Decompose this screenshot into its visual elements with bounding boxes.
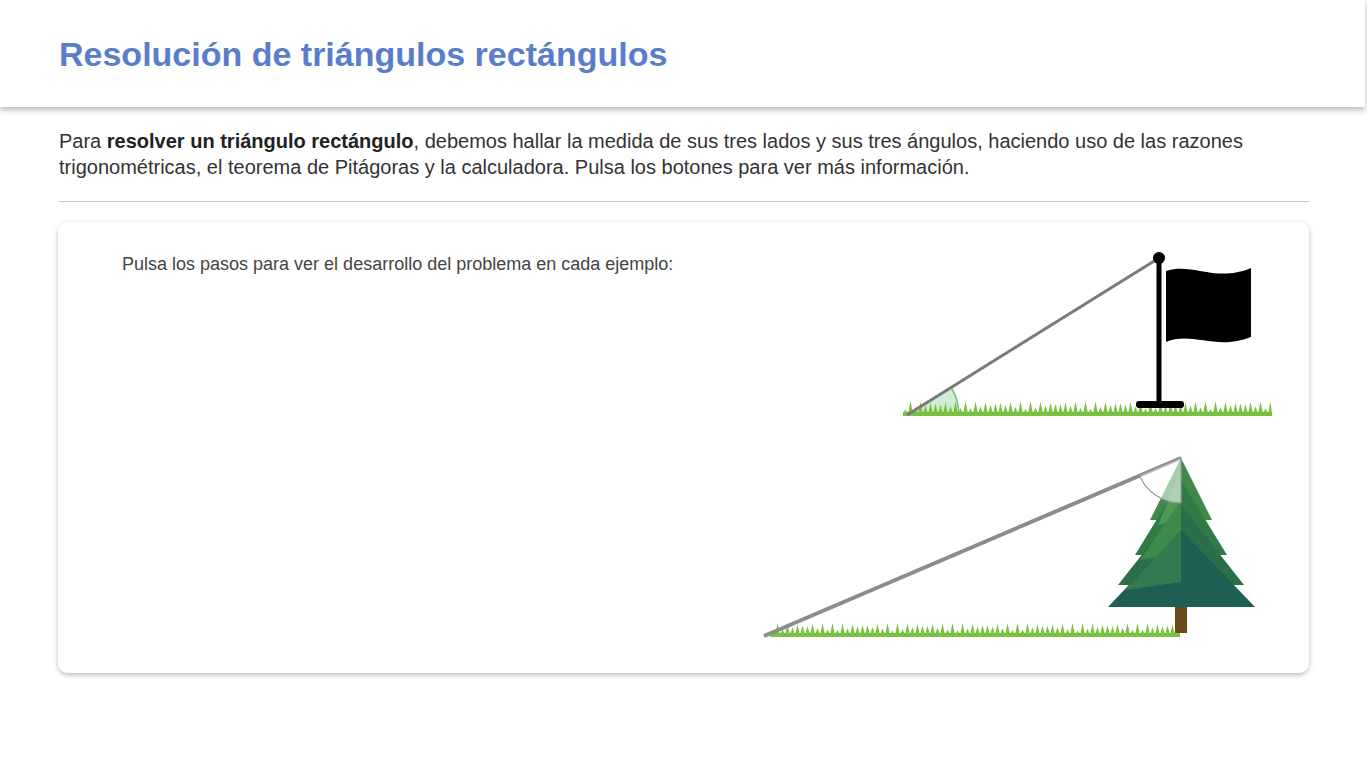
flag-cloth (1166, 268, 1251, 342)
grass-blades (903, 401, 1272, 416)
pole-top (1153, 252, 1165, 264)
angle-mark (1140, 458, 1181, 503)
intro-text: Para (59, 130, 107, 152)
grass (770, 623, 1180, 637)
instruction-text: Pulsa los pasos para ver el desarrollo d… (122, 253, 1299, 275)
example-panel: Pulsa los pasos para ver el desarrollo d… (58, 222, 1309, 673)
hypotenuse-line (764, 458, 1181, 636)
hypotenuse-line (907, 258, 1159, 415)
page-title: Resolución de triángulos rectángulos (59, 34, 667, 75)
flag-base (1136, 401, 1184, 408)
tree-foliage (1108, 530, 1255, 607)
tree-highlight (1125, 530, 1181, 590)
intro-paragraph: Para resolver un triángulo rectángulo, d… (59, 128, 1309, 180)
grass (903, 401, 1272, 416)
intro-bold: resolver un triángulo rectángulo (107, 130, 414, 152)
grass-blades (770, 623, 1180, 637)
panel-background (58, 222, 1309, 673)
separator-line (59, 201, 1309, 202)
flag-pole (1157, 258, 1162, 405)
flag-illustration (903, 252, 1272, 416)
tree-illustration (764, 458, 1255, 637)
